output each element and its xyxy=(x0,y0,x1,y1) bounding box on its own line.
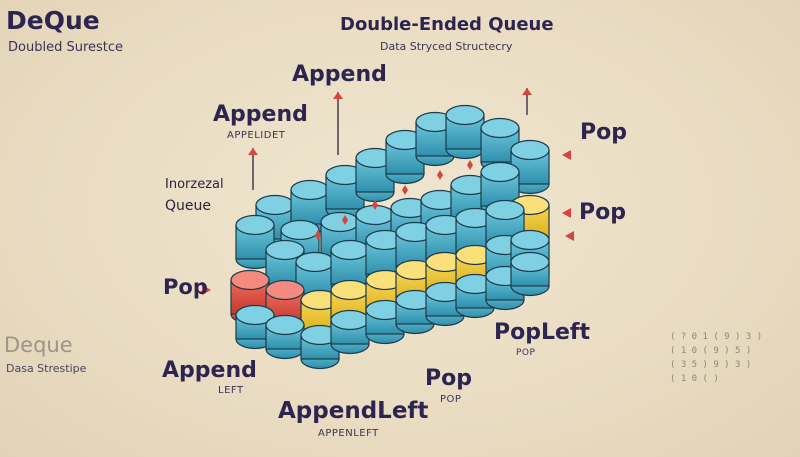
deque-cell xyxy=(510,139,550,195)
header-title: DeQue xyxy=(6,6,100,35)
deque-cell xyxy=(425,281,465,327)
label-appendleft-sub: APPENLEFT xyxy=(318,428,379,439)
label-pop-right-mid: Pop xyxy=(579,200,626,225)
diagram-subtitle: Data Stryced Structecry xyxy=(380,40,513,53)
deque-cell xyxy=(510,251,550,297)
side-note: ( 1 0 ( 9 ) 5 ) xyxy=(670,346,752,356)
side-note: ( ? 0 1 ( 9 ) 3 ) xyxy=(670,332,763,342)
deque-cell xyxy=(330,309,370,355)
label-pop-left: Pop xyxy=(163,275,208,299)
footer-subtitle: Dasa Strestipe xyxy=(6,362,87,375)
label-append-bottom-sub: LEFT xyxy=(218,385,244,396)
label-append-bottom: Append xyxy=(162,358,257,383)
side-note: ( 3 5 ) 9 ) 3 ) xyxy=(670,360,752,370)
deque-cell xyxy=(235,214,275,270)
label-append-mid: Append xyxy=(213,102,308,127)
label-popleft-sub: POP xyxy=(516,348,536,358)
label-append-mid-sub: APPELIDET xyxy=(227,130,286,141)
label-append-top: Append xyxy=(292,62,387,87)
label-queue: Queue xyxy=(165,198,211,214)
label-pop-right-top: Pop xyxy=(580,120,627,145)
diagram-title: Double-Ended Queue xyxy=(340,14,554,35)
deque-cell xyxy=(265,314,305,360)
deque-cell xyxy=(445,104,485,160)
header-subtitle: Doubled Surestce xyxy=(8,40,124,55)
operation-arrows xyxy=(202,88,574,295)
label-pop-bottom: Pop xyxy=(425,366,472,391)
footer-title: Deque xyxy=(4,333,73,357)
deque-cells xyxy=(230,104,550,370)
label-appendleft: AppendLeft xyxy=(278,398,429,424)
side-notes: ( ? 0 1 ( 9 ) 3 ) ( 1 0 ( 9 ) 5 ) ( 3 5 … xyxy=(670,330,762,386)
side-note: ( 1 0 ( ) xyxy=(670,374,719,384)
label-inorzezal: Inorzezal xyxy=(165,177,224,192)
label-pop-bottom-sub: POP xyxy=(440,394,462,405)
label-popleft: PopLeft xyxy=(494,320,591,345)
